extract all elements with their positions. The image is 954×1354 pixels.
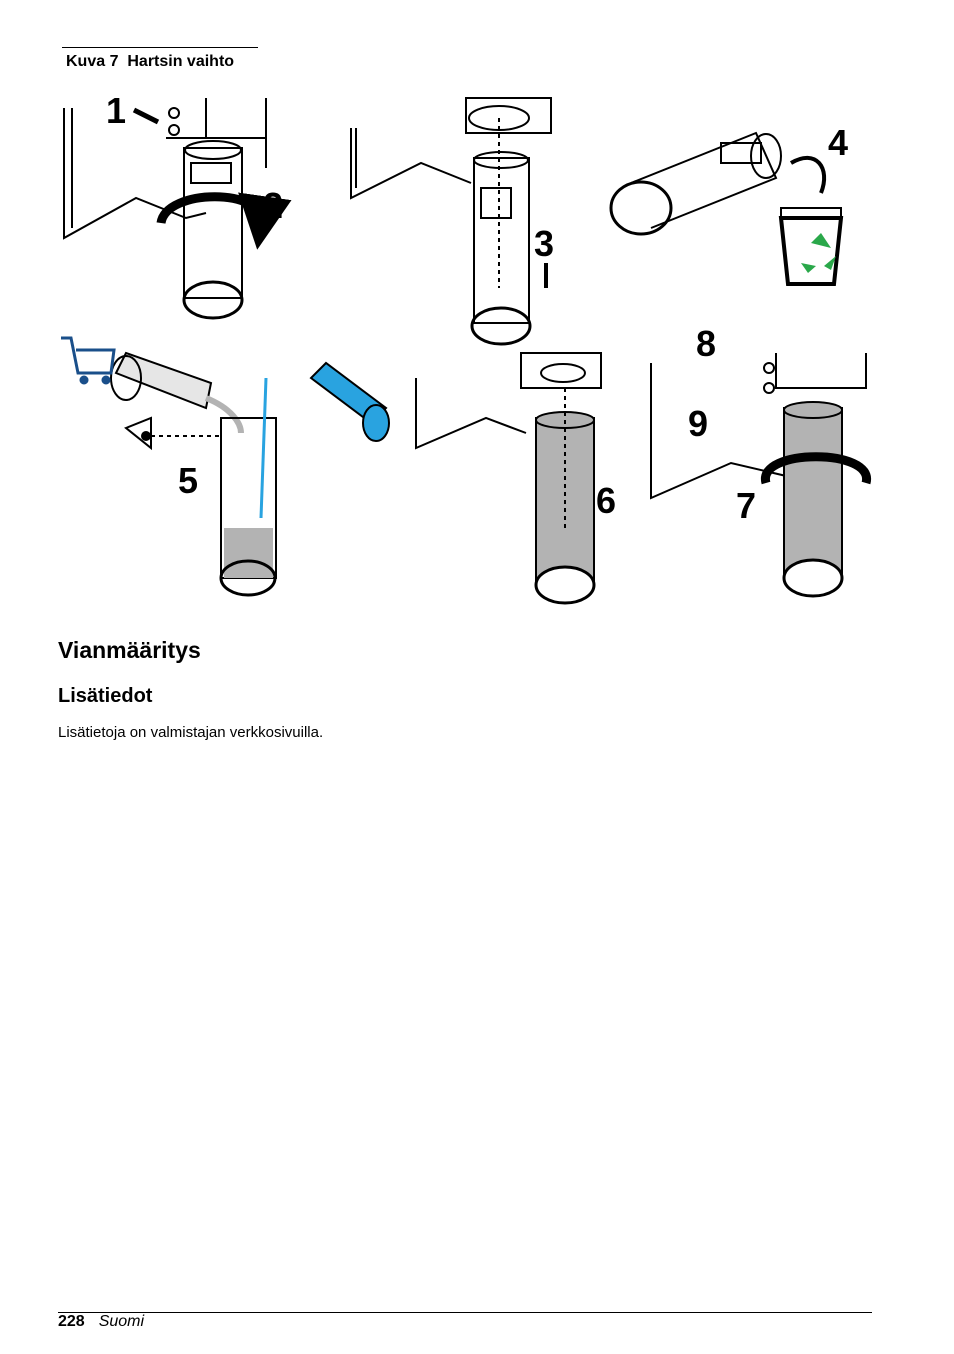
recycle-icon bbox=[801, 233, 836, 273]
step-number: 2 bbox=[263, 185, 283, 226]
footer-language: Suomi bbox=[98, 1313, 145, 1330]
panel-remove-cartridge bbox=[63, 98, 292, 320]
step-number: 4 bbox=[828, 122, 848, 163]
step-number: 6 bbox=[596, 480, 616, 521]
subsection-heading: Lisätiedot bbox=[58, 685, 153, 707]
page-footer: 228 Suomi bbox=[58, 1313, 144, 1331]
panel-install-cartridge bbox=[415, 352, 602, 605]
step-number: 1 bbox=[106, 90, 126, 131]
panel-dispose-cartridge bbox=[609, 131, 844, 286]
figure-caption: Kuva 7 Hartsin vaihto bbox=[66, 53, 234, 71]
eye-icon bbox=[141, 431, 151, 441]
shopping-cart-icon bbox=[61, 336, 116, 385]
panel-lower-cartridge bbox=[350, 97, 552, 346]
step-number: 9 bbox=[688, 403, 708, 444]
step-number: 3 bbox=[534, 223, 554, 264]
section-heading: Vianmääritys bbox=[58, 637, 201, 663]
figure-title: Hartsin vaihto bbox=[127, 53, 235, 70]
panel-refill-cartridge bbox=[110, 351, 390, 597]
resin-replacement-illustration: 1 2 3 4 5 6 7 8 9 bbox=[61, 90, 871, 605]
page-number: 228 bbox=[58, 1313, 85, 1330]
step-number: 8 bbox=[696, 323, 716, 364]
panel-fasten-cartridge bbox=[650, 353, 871, 598]
step-number: 7 bbox=[736, 485, 756, 526]
caption-rule bbox=[62, 47, 258, 48]
subsection-text: Lisätietoja on valmistajan verkkosivuill… bbox=[58, 724, 324, 741]
footer-rule bbox=[58, 1312, 872, 1313]
figure-label: Kuva 7 bbox=[66, 53, 119, 70]
step-number: 5 bbox=[178, 460, 198, 501]
